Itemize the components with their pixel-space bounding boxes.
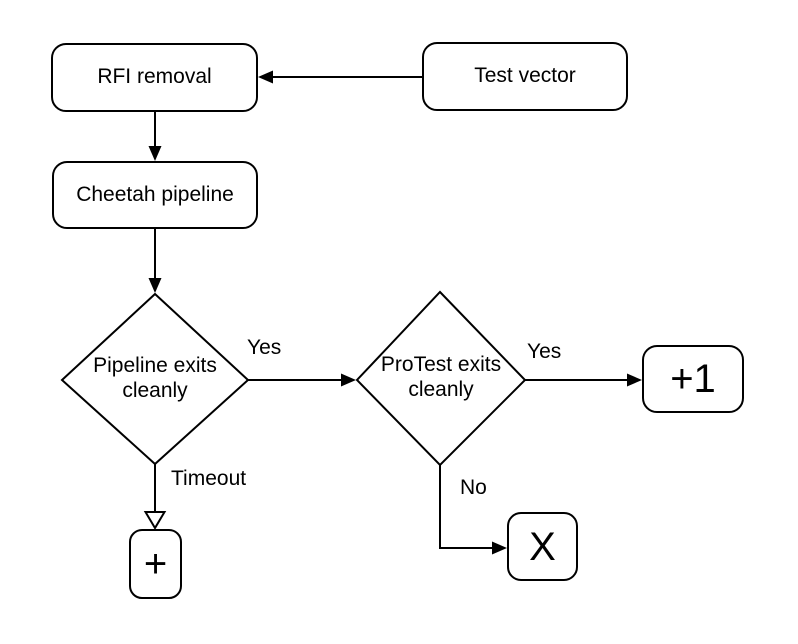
node-pipeline-exits-cleanly-shape (60, 292, 250, 466)
node-cheetah-pipeline-shape (52, 161, 258, 229)
node-plus-shape (129, 529, 182, 599)
node-plus-one-shape (642, 345, 744, 413)
arrowhead-into-pipeline-exits-cleanly-icon (148, 278, 162, 293)
node-x-fail-shape (507, 512, 578, 581)
node-rfi-removal-shape (51, 43, 258, 112)
arrowhead-into-x-fail-icon (492, 541, 507, 555)
edge-protest-exits-cleanly-to-x-fail (439, 465, 495, 549)
arrowhead-into-plus-one-icon (627, 373, 642, 387)
arrowhead-into-rfi-removal-icon (258, 70, 273, 84)
node-test-vector-shape (422, 42, 628, 111)
node-protest-exits-cleanly-shape (355, 290, 527, 467)
arrowhead-into-cheetah-pipeline-icon (148, 146, 162, 161)
open-arrowhead-into-plus-icon (143, 511, 167, 530)
arrowhead-into-protest-exits-cleanly-icon (341, 373, 356, 387)
